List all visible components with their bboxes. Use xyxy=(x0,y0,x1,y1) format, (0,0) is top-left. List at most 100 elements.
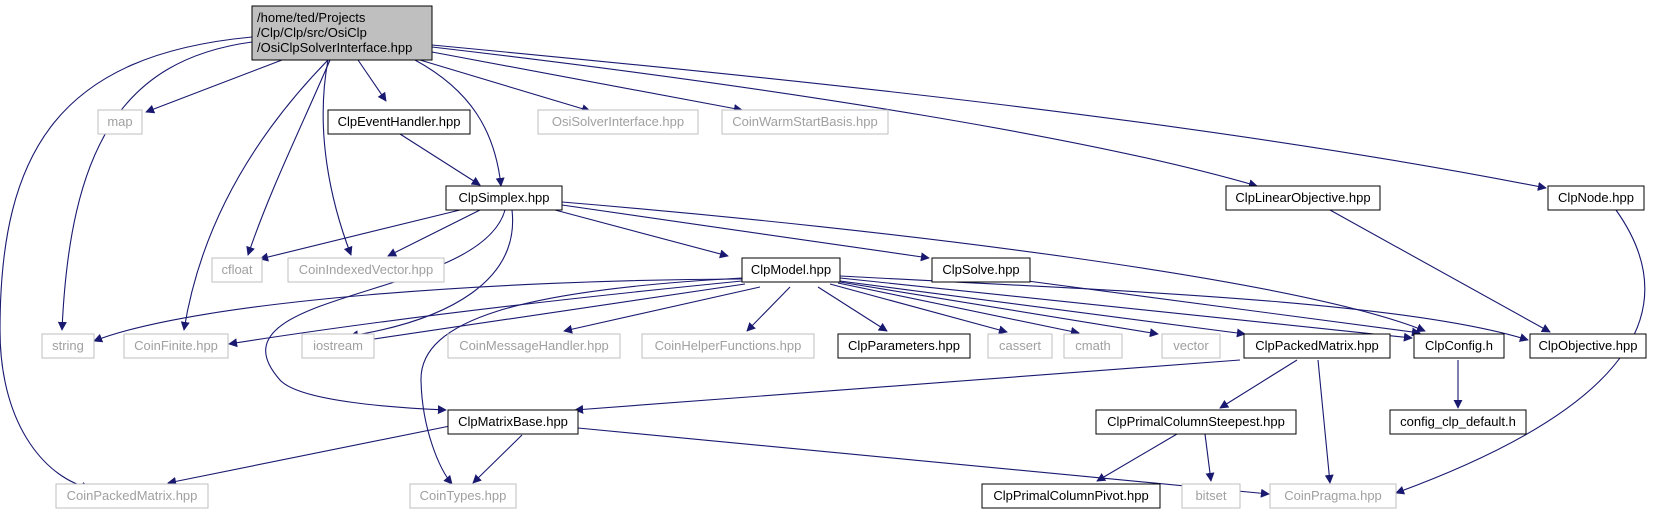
node-clp-primal-column-steepest[interactable]: ClpPrimalColumnSteepest.hpp xyxy=(1095,409,1297,435)
node-label: ClpLinearObjective.hpp xyxy=(1235,190,1370,205)
node-clp-packed-matrix[interactable]: ClpPackedMatrix.hpp xyxy=(1243,333,1391,359)
root-label-line-3: /OsiClpSolverInterface.hpp xyxy=(257,40,412,55)
node-cassert: cassert xyxy=(987,333,1053,359)
edge-clp-simplex-to-coin-indexed-vector xyxy=(387,209,481,257)
node-label: ClpPrimalColumnSteepest.hpp xyxy=(1107,414,1285,429)
node-clp-config[interactable]: ClpConfig.h xyxy=(1413,333,1505,359)
node-clp-model[interactable]: ClpModel.hpp xyxy=(741,257,841,283)
node-map: map xyxy=(97,109,143,135)
node-label: config_clp_default.h xyxy=(1400,414,1516,429)
node-iostream: iostream xyxy=(301,333,375,359)
node-label: map xyxy=(107,114,132,129)
edge-clp-model-to-coin-helper-functions xyxy=(746,286,791,332)
node-clp-event-handler[interactable]: ClpEventHandler.hpp xyxy=(327,109,471,135)
edge-root-to-coin-packed-matrix xyxy=(0,36,253,491)
node-clp-primal-column-pivot[interactable]: ClpPrimalColumnPivot.hpp xyxy=(981,483,1161,509)
node-clp-parameters[interactable]: ClpParameters.hpp xyxy=(837,333,971,359)
edge-clp-model-to-clp-parameters xyxy=(817,286,888,332)
node-vector: vector xyxy=(1161,333,1221,359)
node-label: CoinIndexedVector.hpp xyxy=(299,262,433,277)
root-label-line-1: /home/ted/Projects xyxy=(257,10,366,25)
node-label: ClpEventHandler.hpp xyxy=(338,114,461,129)
node-label: vector xyxy=(1173,338,1209,353)
edge-clp-packed-matrix-to-clp-primal-column-steepest xyxy=(1219,359,1298,409)
edge-clp-model-to-cmath xyxy=(837,282,1080,336)
edge-clp-model-to-clp-config xyxy=(839,277,1413,342)
edge-root-to-map xyxy=(145,59,283,114)
node-clp-simplex[interactable]: ClpSimplex.hpp xyxy=(445,185,563,211)
node-coin-packed-matrix: CoinPackedMatrix.hpp xyxy=(55,483,209,509)
node-osi-solver-interface: OsiSolverInterface.hpp xyxy=(537,109,699,135)
edge-clp-simplex-to-cfloat xyxy=(259,209,461,262)
node-label: cmath xyxy=(1075,338,1110,353)
edge-clp-model-to-coin-message-handler xyxy=(563,286,761,334)
node-label: ClpSimplex.hpp xyxy=(458,190,549,205)
node-coin-pragma: CoinPragma.hpp xyxy=(1269,483,1397,509)
edge-clp-model-to-string xyxy=(93,278,743,343)
node-label: ClpObjective.hpp xyxy=(1539,338,1638,353)
edge-clp-model-to-iostream xyxy=(346,283,746,347)
edge-clp-matrix-base-to-coin-pragma xyxy=(577,427,1270,498)
node-label: OsiSolverInterface.hpp xyxy=(552,114,684,129)
node-label: ClpModel.hpp xyxy=(751,262,831,277)
edge-clp-event-handler-to-clp-simplex xyxy=(399,133,481,186)
node-clp-solve[interactable]: ClpSolve.hpp xyxy=(931,257,1031,283)
edge-clp-simplex-to-clp-model xyxy=(554,209,729,259)
edge-clp-packed-matrix-to-coin-pragma xyxy=(1317,359,1334,484)
edge-root-to-coin-warm-start-basis xyxy=(431,51,743,113)
node-label: CoinMessageHandler.hpp xyxy=(459,338,609,353)
node-label: ClpSolve.hpp xyxy=(942,262,1019,277)
edge-clp-primal-column-steepest-to-clp-primal-column-pivot xyxy=(1096,433,1178,482)
edge-root-to-coin-indexed-vector xyxy=(322,59,353,256)
nodes: /home/ted/Projects /Clp/Clp/src/OsiClp /… xyxy=(41,5,1647,509)
edges xyxy=(0,36,1646,498)
node-label: ClpConfig.h xyxy=(1425,338,1493,353)
edge-root-to-string xyxy=(57,41,253,331)
node-label: cfloat xyxy=(221,262,252,277)
node-clp-objective[interactable]: ClpObjective.hpp xyxy=(1529,333,1647,359)
node-label: ClpPrimalColumnPivot.hpp xyxy=(993,488,1148,503)
node-label: string xyxy=(52,338,84,353)
node-label: iostream xyxy=(313,338,363,353)
edge-clp-solve-to-clp-config xyxy=(1019,279,1421,337)
node-label: CoinPackedMatrix.hpp xyxy=(67,488,198,503)
edge-clp-model-to-coin-finite xyxy=(228,280,743,348)
edge-clp-model-to-coin-types xyxy=(420,277,743,485)
edge-clp-matrix-base-to-coin-types xyxy=(472,434,523,484)
node-label: CoinWarmStartBasis.hpp xyxy=(732,114,877,129)
node-coin-helper-functions: CoinHelperFunctions.hpp xyxy=(641,333,815,359)
node-string: string xyxy=(41,333,95,359)
node-bitset: bitset xyxy=(1181,483,1241,509)
node-clp-linear-objective[interactable]: ClpLinearObjective.hpp xyxy=(1225,185,1381,211)
edge-root-to-clp-linear-objective xyxy=(431,46,1258,189)
edge-clp-simplex-to-iostream xyxy=(349,209,514,340)
edge-clp-model-to-cassert xyxy=(829,283,1008,335)
node-cmath: cmath xyxy=(1063,333,1123,359)
node-clp-node[interactable]: ClpNode.hpp xyxy=(1547,185,1645,211)
node-coin-finite: CoinFinite.hpp xyxy=(123,333,229,359)
node-cfloat: cfloat xyxy=(211,257,263,283)
node-label: ClpParameters.hpp xyxy=(848,338,960,353)
edge-clp-matrix-base-to-coin-packed-matrix xyxy=(167,425,451,486)
edge-clp-linear-objective-to-clp-objective xyxy=(1329,209,1551,333)
root-label-line-2: /Clp/Clp/src/OsiClp xyxy=(257,25,367,40)
edge-clp-primal-column-steepest-to-bitset xyxy=(1204,433,1215,482)
node-label: CoinHelperFunctions.hpp xyxy=(655,338,802,353)
edge-root-to-clp-node xyxy=(431,44,1547,191)
edge-clp-simplex-to-clp-matrix-base xyxy=(265,209,506,415)
node-label: CoinFinite.hpp xyxy=(134,338,218,353)
node-label: CoinTypes.hpp xyxy=(420,488,507,503)
node-coin-indexed-vector: CoinIndexedVector.hpp xyxy=(287,257,445,283)
node-config-clp-default[interactable]: config_clp_default.h xyxy=(1389,409,1527,435)
node-label: cassert xyxy=(999,338,1041,353)
edge-clp-model-to-clp-packed-matrix xyxy=(839,280,1246,338)
node-coin-types: CoinTypes.hpp xyxy=(409,483,517,509)
node-osi-clp-solver-interface-root[interactable]: /home/ted/Projects /Clp/Clp/src/OsiClp /… xyxy=(251,5,433,61)
node-clp-matrix-base[interactable]: ClpMatrixBase.hpp xyxy=(447,409,579,435)
edge-clp-packed-matrix-to-clp-matrix-base xyxy=(574,359,1241,414)
edge-root-to-cfloat xyxy=(246,59,331,256)
node-coin-message-handler: CoinMessageHandler.hpp xyxy=(447,333,621,359)
node-label: ClpNode.hpp xyxy=(1558,190,1634,205)
node-label: bitset xyxy=(1195,488,1226,503)
